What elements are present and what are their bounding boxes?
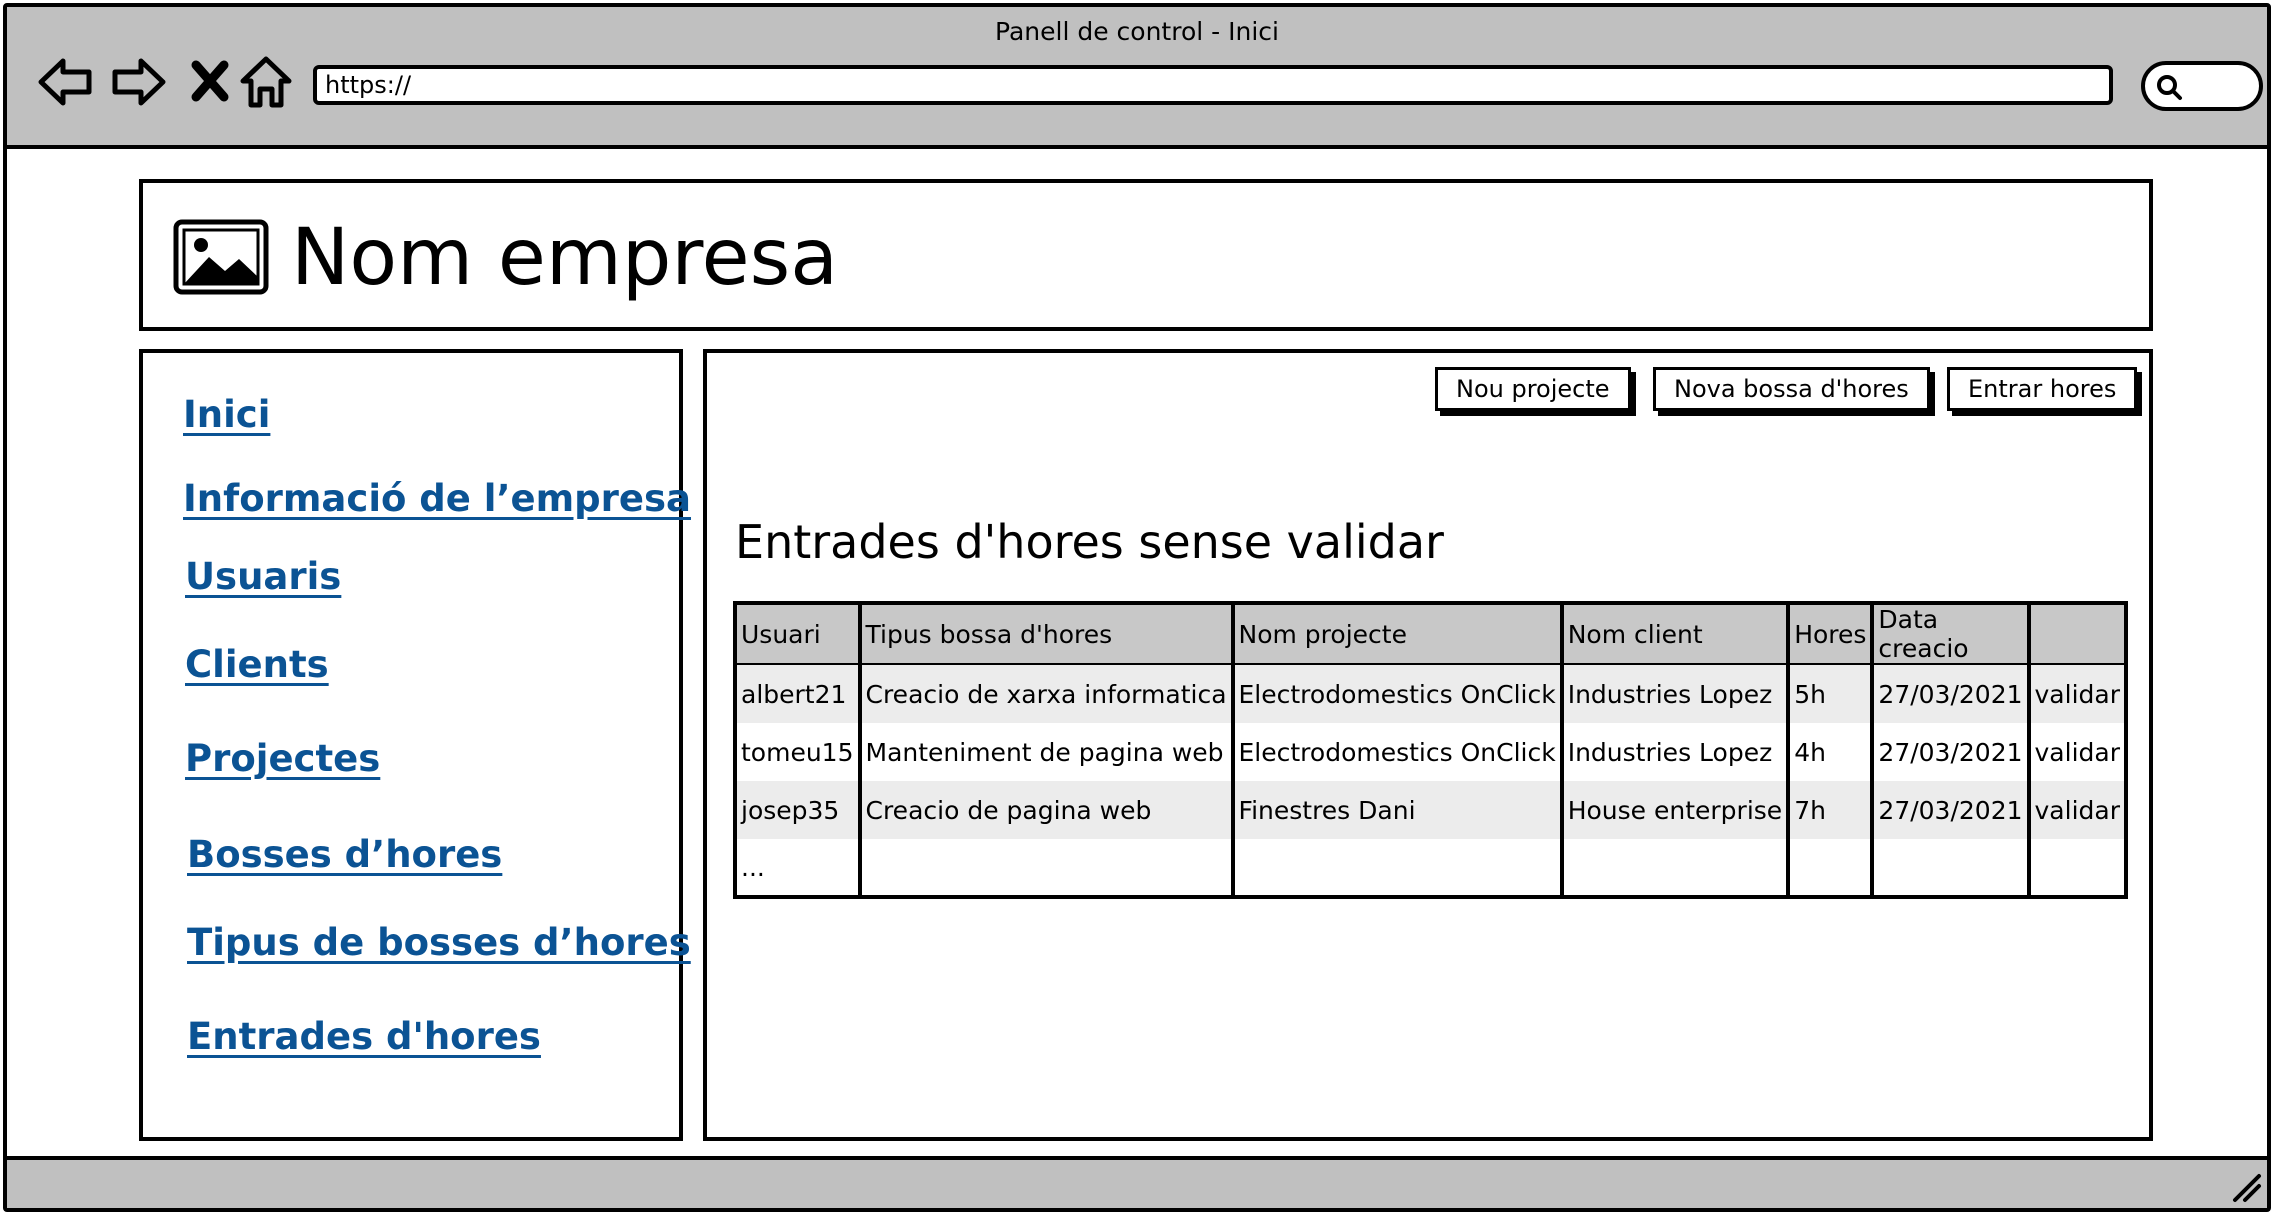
cell-hours: 5h <box>1786 664 1873 723</box>
cell-client <box>1559 839 1789 897</box>
cell-hours <box>1786 839 1873 897</box>
enter-hours-button[interactable]: Entrar hores <box>1947 367 2138 411</box>
cell-client: Industries Lopez <box>1559 664 1789 723</box>
cell-client: House enterprise <box>1559 781 1789 839</box>
validate-link[interactable]: validar <box>2026 723 2126 781</box>
cell-hour-bag-type: Creacio de pagina web <box>857 781 1233 839</box>
url-input[interactable]: https:// <box>313 65 2113 105</box>
sidebar-nav: Inici Informació de l’empresa Usuaris Cl… <box>139 349 691 1141</box>
image-placeholder-icon <box>173 219 269 295</box>
cell-project: Finestres Dani <box>1230 781 1562 839</box>
cell-user: ... <box>735 839 860 897</box>
table-header-row: Usuari Tipus bossa d'hores Nom projecte … <box>735 603 2126 665</box>
browser-search-field[interactable] <box>2141 61 2263 111</box>
column-header: Hores <box>1786 603 1873 665</box>
column-header: Nom projecte <box>1230 603 1562 665</box>
resize-grip-icon[interactable] <box>2227 1168 2263 1204</box>
cell-user: albert21 <box>735 664 860 723</box>
browser-window: Panell de control - Inici https:// <box>3 3 2271 1212</box>
cell-client: Industries Lopez <box>1559 723 1789 781</box>
cell-created-date: 27/03/2021 <box>1870 781 2029 839</box>
main-panel: Nou projecte Nova bossa d'hores Entrar h… <box>703 349 2153 1141</box>
validate-link[interactable]: validar <box>2026 664 2126 723</box>
new-project-button[interactable]: Nou projecte <box>1435 367 1631 411</box>
sidebar-item-informacio-empresa[interactable]: Informació de l’empresa <box>183 477 691 520</box>
cell-project <box>1230 839 1562 897</box>
cell-created-date <box>1870 839 2029 897</box>
cell-created-date: 27/03/2021 <box>1870 723 2029 781</box>
cell-user: tomeu15 <box>735 723 860 781</box>
cell-project: Electrodomestics OnClick <box>1230 664 1562 723</box>
cell-hour-bag-type: Creacio de xarxa informatica <box>857 664 1233 723</box>
cell-hours: 7h <box>1786 781 1873 839</box>
column-header: Data creacio <box>1870 603 2029 665</box>
section-title: Entrades d'hores sense validar <box>735 515 1444 569</box>
sidebar-item-usuaris[interactable]: Usuaris <box>185 555 342 598</box>
sidebar-item-projectes[interactable]: Projectes <box>185 737 381 780</box>
back-arrow-icon[interactable] <box>35 51 97 113</box>
table-row: ... <box>735 839 2126 897</box>
company-name: Nom empresa <box>291 213 839 303</box>
sidebar-item-clients[interactable]: Clients <box>185 643 329 686</box>
cell-project: Electrodomestics OnClick <box>1230 723 1562 781</box>
cell-hours: 4h <box>1786 723 1873 781</box>
sidebar-item-tipus-bosses-hores[interactable]: Tipus de bosses d’hores <box>187 921 691 964</box>
forward-arrow-icon[interactable] <box>107 51 169 113</box>
status-bar <box>7 1156 2267 1208</box>
sidebar-item-bosses-hores[interactable]: Bosses d’hores <box>187 833 503 876</box>
cell-hour-bag-type: Manteniment de pagina web <box>857 723 1233 781</box>
company-header: Nom empresa <box>139 179 2153 331</box>
sidebar-item-inici[interactable]: Inici <box>183 393 271 436</box>
table-row: tomeu15 Manteniment de pagina web Electr… <box>735 723 2126 781</box>
column-header: Usuari <box>735 603 860 665</box>
column-header: Nom client <box>1559 603 1789 665</box>
search-icon <box>2157 75 2182 100</box>
new-hour-bag-button[interactable]: Nova bossa d'hores <box>1653 367 1930 411</box>
table-row: josep35 Creacio de pagina web Finestres … <box>735 781 2126 839</box>
window-title: Panell de control - Inici <box>995 17 1279 46</box>
table-row: albert21 Creacio de xarxa informatica El… <box>735 664 2126 723</box>
browser-chrome: Panell de control - Inici https:// <box>7 7 2267 149</box>
unvalidated-hours-table: Usuari Tipus bossa d'hores Nom projecte … <box>733 601 2128 899</box>
cell-user: josep35 <box>735 781 860 839</box>
cell-action <box>2026 839 2126 897</box>
cell-created-date: 27/03/2021 <box>1870 664 2029 723</box>
cell-hour-bag-type <box>857 839 1233 897</box>
column-header: Tipus bossa d'hores <box>857 603 1233 665</box>
stop-x-icon[interactable] <box>179 51 241 113</box>
validate-link[interactable]: validar <box>2026 781 2126 839</box>
home-icon[interactable] <box>235 51 297 113</box>
column-header <box>2026 603 2126 665</box>
sidebar-item-entrades-hores[interactable]: Entrades d'hores <box>187 1015 541 1058</box>
